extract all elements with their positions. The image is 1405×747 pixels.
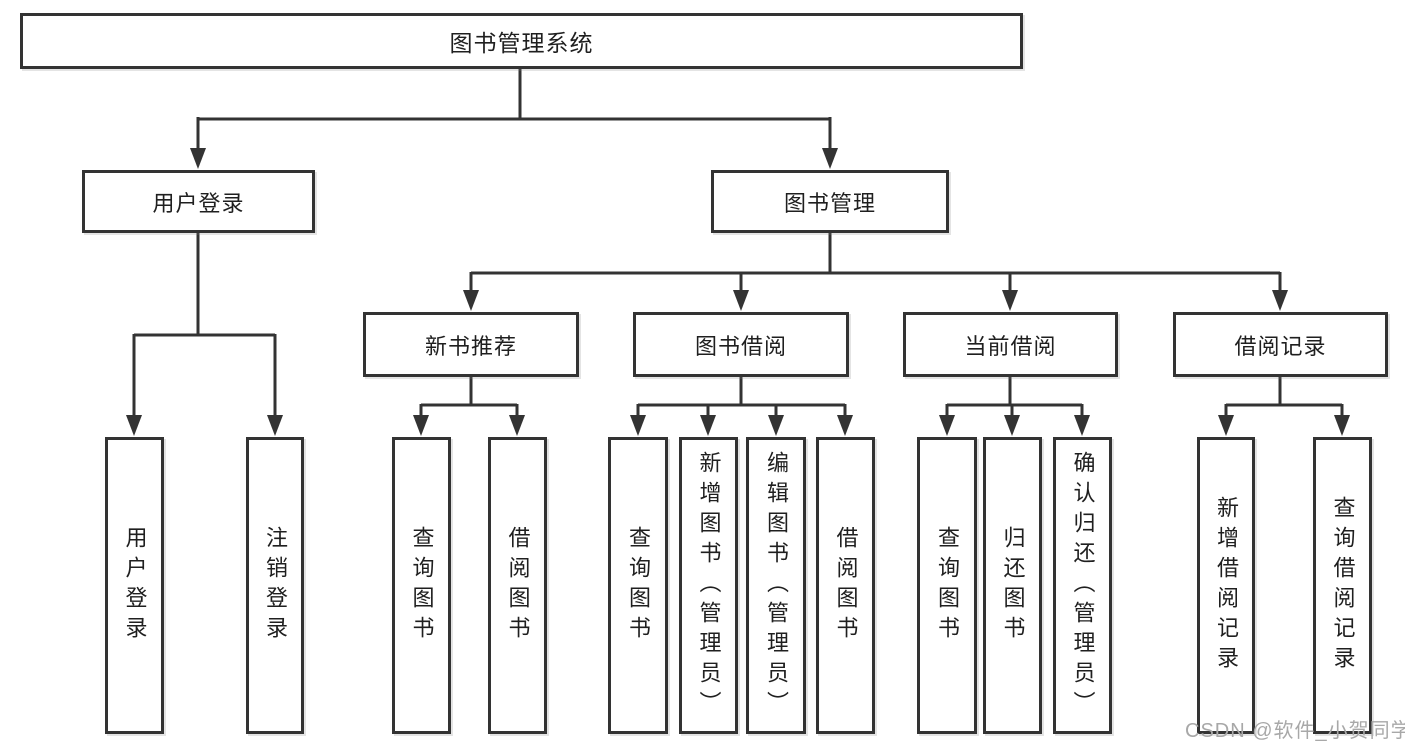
node-book-borrowing: 图书借阅 (633, 312, 849, 377)
leaf-query-books-current: 查询图书 (917, 437, 977, 734)
node-label: 新书推荐 (424, 333, 517, 359)
node-user-login-branch: 用户登录 (82, 170, 315, 233)
leaf-query-books-borrowing: 查询图书 (608, 437, 668, 734)
leaf-return-book: 归还图书 (983, 437, 1042, 734)
leaf-label: 确认归还（管理员） (1070, 450, 1096, 721)
leaf-label: 查询借阅记录 (1330, 495, 1356, 676)
node-label: 图书借阅 (694, 333, 787, 359)
leaf-query-books-recommend: 查询图书 (392, 437, 451, 734)
leaf-user-login: 用户登录 (105, 437, 164, 734)
leaf-borrow-books-recommend: 借阅图书 (488, 437, 547, 734)
arrowhead-icons (126, 148, 1350, 436)
node-label: 借阅记录 (1234, 333, 1327, 359)
node-label: 图书管理 (783, 190, 876, 216)
leaf-borrow-books-borrowing: 借阅图书 (816, 437, 875, 734)
leaf-label: 新增借阅记录 (1214, 495, 1239, 676)
leaf-label: 归还图书 (1000, 525, 1026, 646)
leaf-label: 编辑图书（管理员） (764, 450, 789, 721)
node-library-management-system: 图书管理系统 (20, 13, 1023, 69)
node-current-borrowing: 当前借阅 (903, 312, 1118, 377)
leaf-label: 注销登录 (263, 525, 288, 646)
leaf-label: 借阅图书 (505, 525, 531, 646)
leaf-label: 新增图书（管理员） (696, 450, 722, 721)
leaf-add-borrow-record: 新增借阅记录 (1197, 437, 1255, 734)
leaf-label: 查询图书 (409, 525, 435, 646)
leaf-label: 查询图书 (626, 525, 651, 646)
leaf-confirm-return-admin: 确认归还（管理员） (1053, 437, 1112, 734)
node-book-management-branch: 图书管理 (711, 170, 949, 233)
node-label: 图书管理系统 (449, 30, 594, 56)
leaf-logout: 注销登录 (246, 437, 304, 734)
leaf-query-borrow-record: 查询借阅记录 (1313, 437, 1372, 734)
leaf-add-book-admin: 新增图书（管理员） (679, 437, 738, 734)
node-label: 当前借阅 (964, 333, 1057, 359)
node-new-book-recommendation: 新书推荐 (363, 312, 579, 377)
connector-paths (132, 69, 1344, 419)
node-borrowing-records: 借阅记录 (1173, 312, 1388, 377)
leaf-label: 借阅图书 (833, 525, 859, 646)
leaf-label: 查询图书 (935, 525, 960, 646)
leaf-label: 用户登录 (122, 525, 148, 646)
csdn-watermark: CSDN @软件_小贺同学 (1185, 720, 1405, 742)
leaf-edit-book-admin: 编辑图书（管理员） (746, 437, 806, 734)
node-label: 用户登录 (152, 190, 245, 216)
